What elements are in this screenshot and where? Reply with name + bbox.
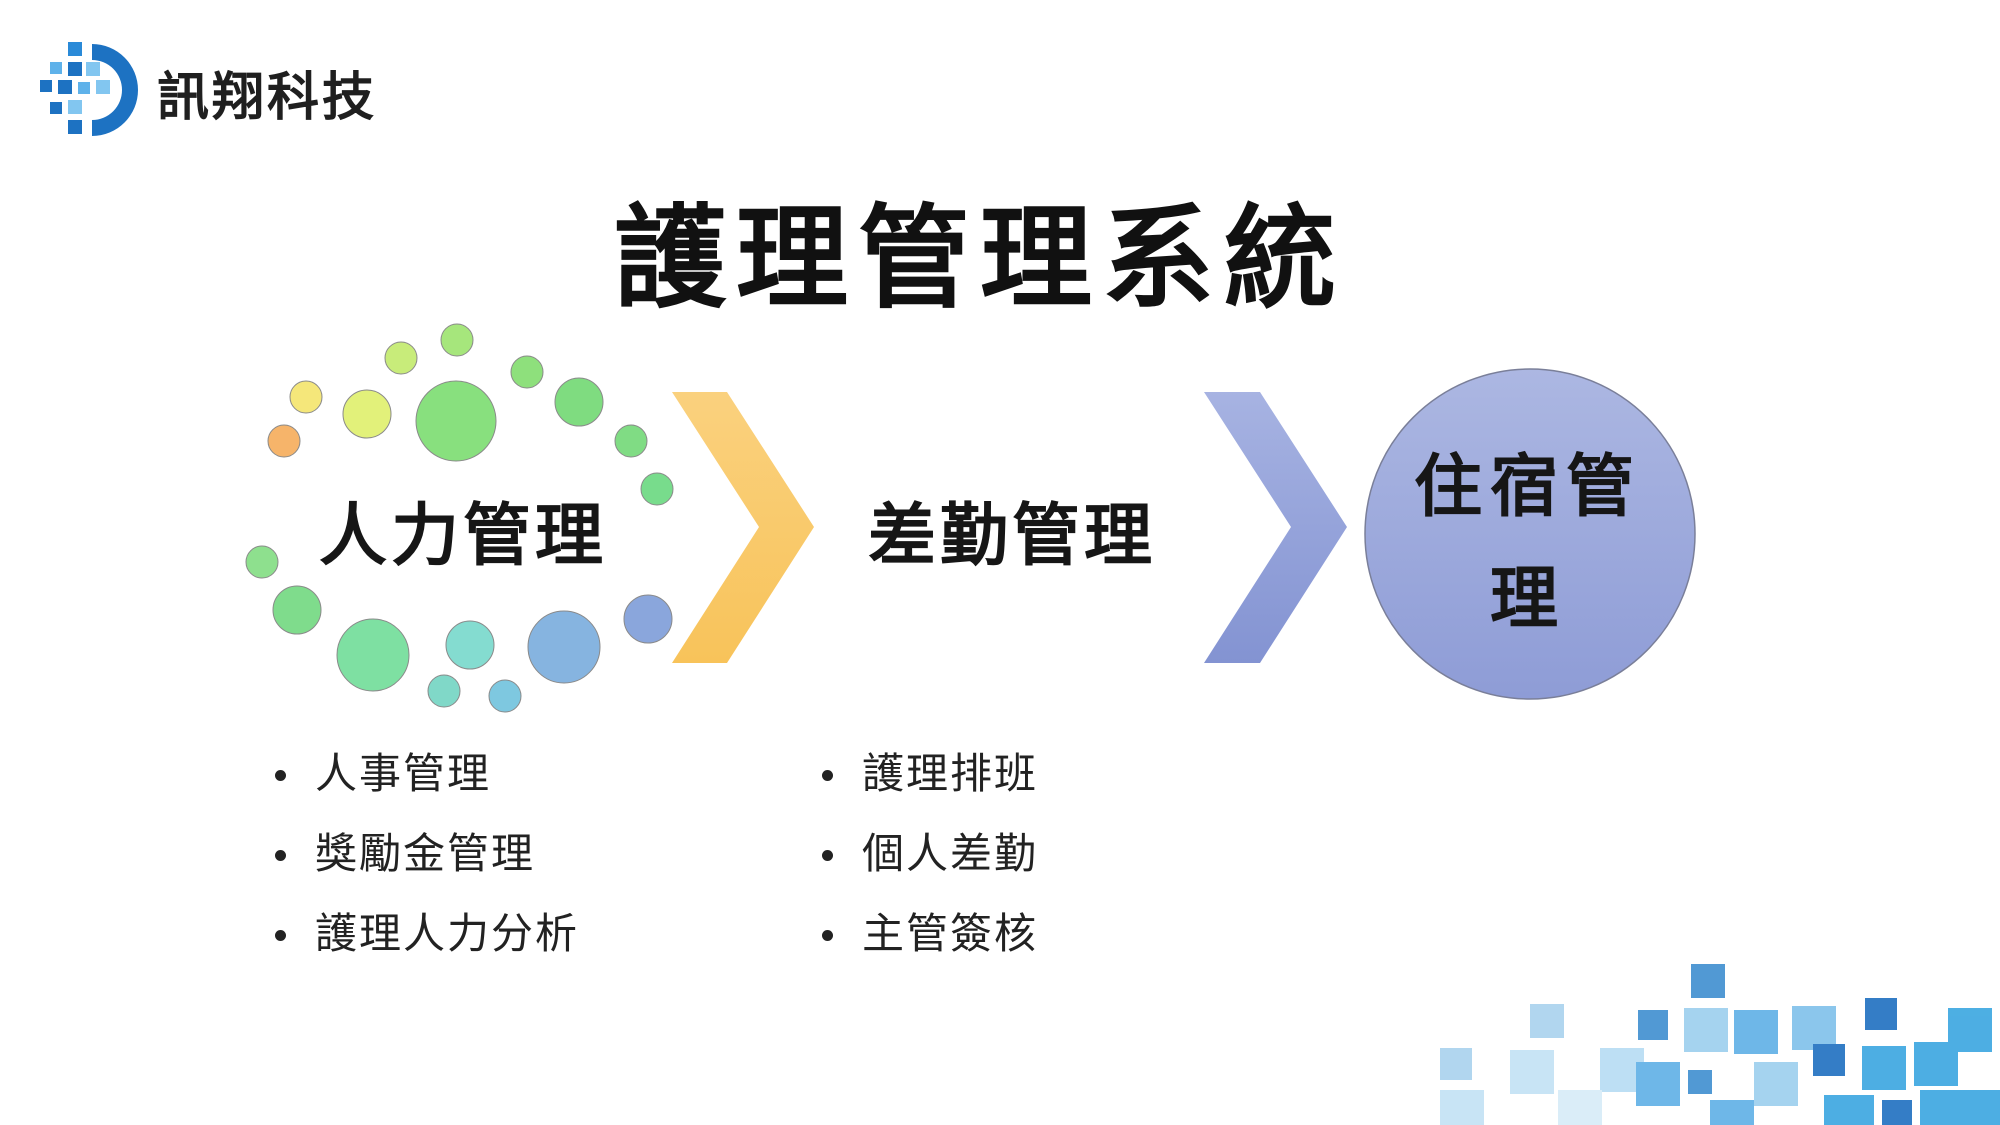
bubble [445, 620, 495, 670]
bubble [640, 472, 674, 506]
bubble [554, 377, 604, 427]
stage-3-circle [1364, 368, 1696, 700]
bubble-ring [245, 323, 674, 713]
bubble [289, 380, 323, 414]
list-item: 個人差勤 [822, 814, 1038, 894]
bubble [527, 610, 601, 684]
bubble [510, 355, 544, 389]
bubble [623, 594, 673, 644]
list-item: 獎勵金管理 [275, 814, 579, 894]
bubble [614, 424, 648, 458]
list-item: 護理排班 [822, 734, 1038, 814]
bubble [488, 679, 522, 713]
decorative-squares [1440, 964, 2000, 1125]
company-logo-icon [40, 42, 138, 136]
stage-2-label: 差勤管理 [867, 497, 1156, 576]
hr-feature-list: 人事管理 獎勵金管理 護理人力分析 [275, 734, 579, 974]
bubble [272, 585, 322, 635]
bubble [336, 618, 410, 692]
stage-3-label: 住宿管理 [1413, 448, 1642, 639]
bubble [440, 323, 474, 357]
arrow-2-chevron-icon [1204, 392, 1347, 663]
bubble [245, 545, 279, 579]
list-item: 主管簽核 [822, 894, 1038, 974]
attendance-feature-list: 護理排班 個人差勤 主管簽核 [822, 734, 1038, 974]
arrow-1-chevron-icon [672, 392, 814, 663]
bubble [267, 424, 301, 458]
company-name: 訊翔科技 [157, 68, 378, 128]
page-title: 護理管理系統 [614, 194, 1346, 324]
list-item: 護理人力分析 [275, 894, 579, 974]
bubble [384, 341, 418, 375]
bubble [415, 380, 497, 462]
bubble [342, 389, 392, 439]
stage-1-label: 人力管理 [318, 497, 607, 576]
list-item: 人事管理 [275, 734, 579, 814]
bubble [427, 674, 461, 708]
